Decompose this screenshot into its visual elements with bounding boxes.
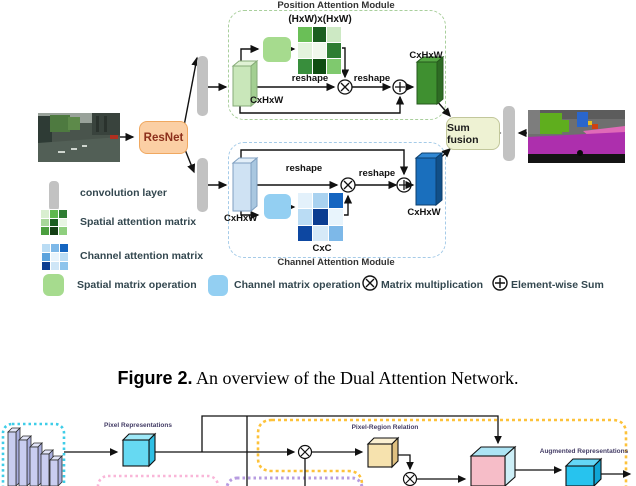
resnet-block: ResNet (139, 121, 188, 154)
legend-spatial-matrix-operation-label: Spatial matrix operation (77, 279, 197, 291)
legend-channel-matrix-operation-icon (208, 275, 228, 296)
conv-layer-bar-bottom (197, 158, 208, 212)
backbone-region-box (1, 422, 66, 486)
augmented-representations-label: Augmented Representations (539, 448, 629, 455)
position-module-title: Position Attention Module (277, 0, 395, 11)
reshape-label: reshape (353, 73, 391, 84)
position-matrix-dims-label: (HxW)x(HxW) (288, 14, 352, 25)
pixel-representations-cube (121, 432, 157, 468)
purple-region-box (225, 476, 364, 486)
legend-element-wise-sum-label: Element-wise Sum (511, 279, 604, 291)
figure-caption-number: Figure 2. (117, 368, 193, 388)
figure-caption: Figure 2. An overview of the Dual Attent… (0, 368, 636, 389)
legend-channel-matrix-operation-label: Channel matrix operation (234, 279, 361, 291)
position-attention-module-box (228, 10, 446, 120)
channel-matrix-dims-label: CxC (312, 243, 332, 254)
object-region-mixed-cube (469, 445, 517, 486)
channel-matrix-operation-block (264, 194, 291, 219)
legend-spatial-attention-matrix-icon (40, 209, 68, 236)
input-street-image (38, 113, 120, 162)
position-output-dim-label: CxHxW (409, 50, 443, 61)
backbone-feature-stack (7, 427, 63, 486)
augmented-representations-cube (564, 457, 603, 486)
legend-channel-attention-matrix-label: Channel attention matrix (80, 250, 204, 262)
pixel-region-relation-label: Pixel-Region Relation (351, 424, 419, 431)
segmentation-output-image (528, 110, 625, 163)
pink-region-box (96, 474, 220, 486)
position-input-dim-label: CxHxW (250, 95, 284, 106)
channel-module-title: Channel Attention Module (277, 257, 395, 268)
legend-spatial-matrix-operation-icon (43, 274, 64, 296)
channel-attention-matrix (297, 192, 344, 242)
reshape-label: reshape (358, 168, 396, 179)
legend-spatial-attention-matrix-label: Spatial attention matrix (80, 216, 197, 228)
channel-attention-module-box (228, 142, 446, 258)
channel-input-dim-label: CxHxW (224, 213, 258, 224)
legend-conv-layer-label: convolution layer (80, 187, 167, 199)
figure-caption-text: An overview of the Dual Attention Networ… (192, 368, 519, 388)
spatial-matrix-operation-block (263, 37, 291, 62)
matrix-multiplication-icon (297, 444, 313, 460)
sum-fusion-block: Sum fusion (446, 117, 500, 150)
pixel-region-relation-cube (366, 436, 400, 469)
spatial-attention-matrix (297, 26, 342, 75)
reshape-label: reshape (291, 73, 329, 84)
conv-layer-bar-top (197, 56, 208, 116)
channel-output-dim-label: CxHxW (407, 207, 441, 218)
legend-matrix-multiplication-label: Matrix multiplication (381, 279, 484, 291)
legend-matrix-multiplication-icon (362, 275, 378, 291)
conv-layer-bar-output (503, 106, 515, 161)
pixel-representations-label: Pixel Representations (104, 422, 172, 429)
legend-element-wise-sum-icon (492, 275, 508, 291)
legend-channel-attention-matrix-icon (41, 243, 69, 271)
reshape-label: reshape (285, 163, 323, 174)
matrix-multiplication-icon (402, 471, 418, 486)
legend-conv-layer-bar (49, 181, 59, 211)
